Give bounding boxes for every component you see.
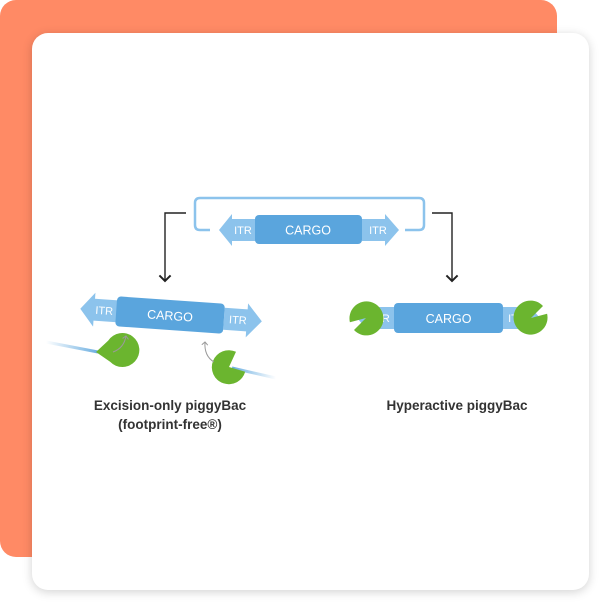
excision-arrow-icon: [201, 341, 215, 363]
excision-only-caption: Excision-only piggyBac (footprint-free®): [70, 396, 270, 434]
hyperactive-caption-text: Hyperactive piggyBac: [386, 398, 528, 413]
genomic-dna-right: [231, 366, 277, 380]
cargo-block: [115, 296, 225, 334]
excision-caption-line1: Excision-only piggyBac: [93, 398, 247, 413]
hyperactive-caption: Hyperactive piggyBac: [357, 396, 557, 415]
transposase-enzyme-icon: [211, 350, 246, 385]
cargo-label: CARGO: [426, 312, 472, 326]
transposase-enzyme-icon: [349, 301, 384, 336]
excision-caption-line2: (footprint-free®): [118, 417, 222, 432]
itr-left-arrow: [219, 214, 256, 246]
transposase-enzyme-icon: [513, 300, 548, 335]
cargo-block: [255, 215, 362, 244]
arrow-to-excision: [158, 212, 186, 283]
itr-right-arrow: [223, 303, 262, 338]
itr-right-label: ITR: [369, 225, 387, 237]
arrow-to-hyperactive: [432, 212, 459, 283]
top-construct: CARGO ITR ITR: [193, 196, 426, 246]
excision-only-construct: CARGO ITR ITR: [80, 292, 262, 338]
excision-arrow-icon: [112, 335, 129, 353]
itr-left-arrow: [80, 292, 120, 327]
cargo-block: [394, 303, 503, 333]
itr-right-label: ITR: [229, 314, 248, 327]
plasmid-backbone: [193, 196, 426, 232]
hyperactive-construct: CARGO ITR ITR: [357, 302, 540, 334]
itr-left-label: ITR: [95, 305, 114, 318]
genomic-dna-left: [45, 340, 99, 354]
cargo-label: CARGO: [147, 307, 194, 324]
cargo-label: CARGO: [285, 224, 331, 238]
itr-right-arrow: [362, 214, 399, 246]
itr-left-label: ITR: [234, 225, 252, 237]
